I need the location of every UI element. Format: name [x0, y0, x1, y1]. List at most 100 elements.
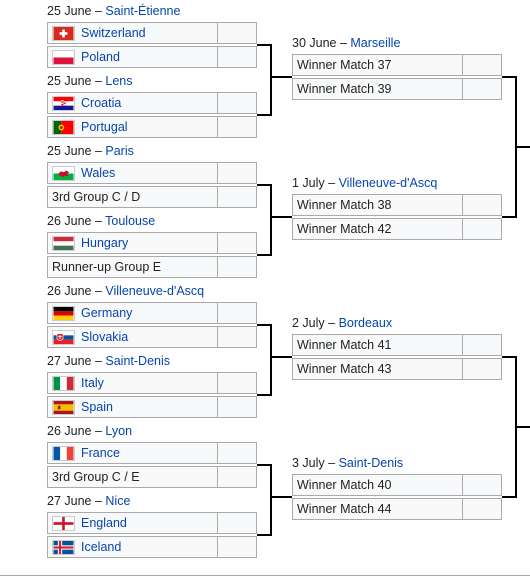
match-venue-link[interactable]: Saint-Denis — [338, 456, 404, 470]
date-venue-separator: – — [91, 74, 106, 88]
match-date: 26 June — [47, 214, 92, 228]
bracket-connector-line — [270, 184, 272, 256]
date-venue-separator: – — [91, 214, 106, 228]
france-flag-icon — [52, 445, 75, 461]
match-date: 25 June — [47, 144, 92, 158]
team-cell[interactable]: Italy — [47, 372, 218, 394]
match-header: 3 July – Saint-Denis — [292, 454, 403, 472]
score-cell — [217, 116, 257, 138]
match-venue-link[interactable]: Villeneuve-d'Ascq — [338, 176, 438, 190]
bracket-connector-line — [515, 426, 530, 428]
match-date: 26 June — [47, 424, 92, 438]
score-cell — [217, 162, 257, 184]
team-name: Croatia — [81, 96, 122, 110]
match-header: 2 July – Bordeaux — [292, 314, 392, 332]
score-cell — [217, 22, 257, 44]
team-cell[interactable]: Poland — [47, 46, 218, 68]
team-row: Germany — [47, 302, 258, 324]
date-venue-separator: – — [91, 144, 106, 158]
slovakia-flag-icon — [52, 329, 75, 345]
score-cell — [462, 218, 502, 240]
team-name: Winner Match 44 — [297, 502, 392, 516]
team-row: Portugal — [47, 116, 258, 138]
team-row: England — [47, 512, 258, 534]
bracket-connector-line — [257, 184, 270, 186]
team-name: Runner-up Group E — [52, 260, 162, 274]
match-venue-link[interactable]: Saint-Denis — [105, 354, 171, 368]
score-cell — [217, 466, 257, 488]
match-date: 27 June — [47, 494, 92, 508]
team-cell[interactable]: France — [47, 442, 218, 464]
bracket-connector-line — [270, 216, 292, 218]
bracket-connector-line — [257, 114, 270, 116]
match-venue-link[interactable]: Toulouse — [105, 214, 156, 228]
score-cell — [462, 194, 502, 216]
england-flag-icon — [52, 515, 75, 531]
match-venue-link[interactable]: Marseille — [350, 36, 401, 50]
poland-flag-icon — [52, 49, 75, 65]
bracket-connector-line — [502, 496, 515, 498]
team-cell[interactable]: Hungary — [47, 232, 218, 254]
match-date: 30 June — [292, 36, 337, 50]
spain-flag-icon — [52, 399, 75, 415]
team-cell[interactable]: Slovakia — [47, 326, 218, 348]
team-row: 3rd Group C / E — [47, 466, 258, 488]
score-cell — [217, 46, 257, 68]
team-row: Runner-up Group E — [47, 256, 258, 278]
team-cell[interactable]: Croatia — [47, 92, 218, 114]
match-header: 25 June – Saint-Étienne — [47, 2, 180, 20]
team-cell[interactable]: Switzerland — [47, 22, 218, 44]
team-cell[interactable]: Wales — [47, 162, 218, 184]
team-cell[interactable]: Portugal — [47, 116, 218, 138]
date-venue-separator: – — [91, 4, 106, 18]
score-cell — [217, 256, 257, 278]
match-header: 26 June – Lyon — [47, 422, 132, 440]
match-venue-link[interactable]: Lens — [105, 74, 133, 88]
score-cell — [462, 78, 502, 100]
team-cell[interactable]: Iceland — [47, 536, 218, 558]
team-cell: Winner Match 38 — [292, 194, 463, 216]
team-cell[interactable]: Germany — [47, 302, 218, 324]
bracket-connector-line — [502, 216, 515, 218]
team-row: Switzerland — [47, 22, 258, 44]
team-name: Iceland — [81, 540, 122, 554]
hungary-flag-icon — [52, 235, 75, 251]
team-name: Winner Match 41 — [297, 338, 392, 352]
match-venue-link[interactable]: Saint-Étienne — [105, 4, 181, 18]
team-cell: Winner Match 41 — [292, 334, 463, 356]
team-row: Winner Match 39 — [292, 78, 503, 100]
bracket-connector-line — [515, 146, 530, 148]
match-venue-link[interactable]: Lyon — [105, 424, 133, 438]
match-venue-link[interactable]: Bordeaux — [338, 316, 393, 330]
match-date: 2 July — [292, 316, 325, 330]
bracket-connector-line — [257, 324, 270, 326]
team-name: Winner Match 40 — [297, 478, 392, 492]
team-name: Winner Match 43 — [297, 362, 392, 376]
team-cell[interactable]: England — [47, 512, 218, 534]
team-cell: Winner Match 37 — [292, 54, 463, 76]
team-cell: Winner Match 44 — [292, 498, 463, 520]
team-cell: Winner Match 42 — [292, 218, 463, 240]
score-cell — [217, 442, 257, 464]
match-venue-link[interactable]: Villeneuve-d'Ascq — [105, 284, 205, 298]
team-name: Slovakia — [81, 330, 129, 344]
team-name: Italy — [81, 376, 104, 390]
score-cell — [217, 232, 257, 254]
match-venue-link[interactable]: Nice — [105, 494, 131, 508]
team-cell: Winner Match 39 — [292, 78, 463, 100]
team-name: Poland — [81, 50, 120, 64]
match-header: 1 July – Villeneuve-d'Ascq — [292, 174, 437, 192]
bracket-connector-line — [270, 356, 292, 358]
match-date: 26 June — [47, 284, 92, 298]
match-header: 26 June – Toulouse — [47, 212, 155, 230]
match-date: 27 June — [47, 354, 92, 368]
match-header: 25 June – Paris — [47, 142, 134, 160]
team-name: France — [81, 446, 120, 460]
team-row: Winner Match 37 — [292, 54, 503, 76]
match-venue-link[interactable]: Paris — [105, 144, 134, 158]
team-row: France — [47, 442, 258, 464]
team-row: 3rd Group C / D — [47, 186, 258, 208]
team-cell[interactable]: Spain — [47, 396, 218, 418]
team-name: Winner Match 38 — [297, 198, 392, 212]
